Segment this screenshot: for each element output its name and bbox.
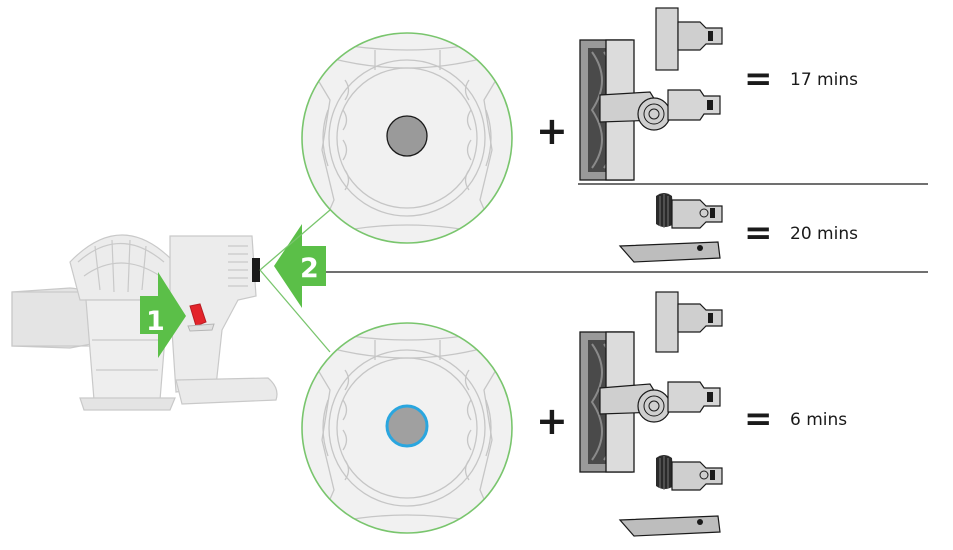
crevice-tool-icon [618,515,721,537]
power-mode-button-icon [386,115,428,157]
step-1-arrow: 1 [140,272,186,358]
vacuum-handheld-icon [11,234,278,411]
zoom-circle-standard [301,32,513,244]
crevice-tool-icon [618,241,721,263]
combination-tool-icon [656,193,723,229]
combination-tool-icon [656,455,723,491]
motorhead-tool-icon [579,331,721,473]
equals-sign-3: = [744,399,773,439]
step-2-number: 2 [300,253,319,284]
step-2-arrow: 2 [274,224,326,308]
runtime-label-3: 6 mins [790,410,848,430]
runtime-label-2: 20 mins [790,224,858,244]
plus-sign-max: + [536,399,568,443]
motorhead-tool-icon [579,39,721,181]
step-1-number: 1 [146,306,165,337]
zoom-connector-lines [259,209,331,353]
equals-sign-1: = [744,59,773,99]
adapter-tool-icon [655,291,723,353]
power-mode-button-icon [385,404,429,448]
equals-sign-2: = [744,213,773,253]
adapter-tool-icon [655,7,723,71]
plus-sign-standard: + [536,109,568,153]
runtime-label-1: 17 mins [790,70,858,90]
trigger-icon [189,303,207,327]
zoom-circle-max [301,322,513,534]
